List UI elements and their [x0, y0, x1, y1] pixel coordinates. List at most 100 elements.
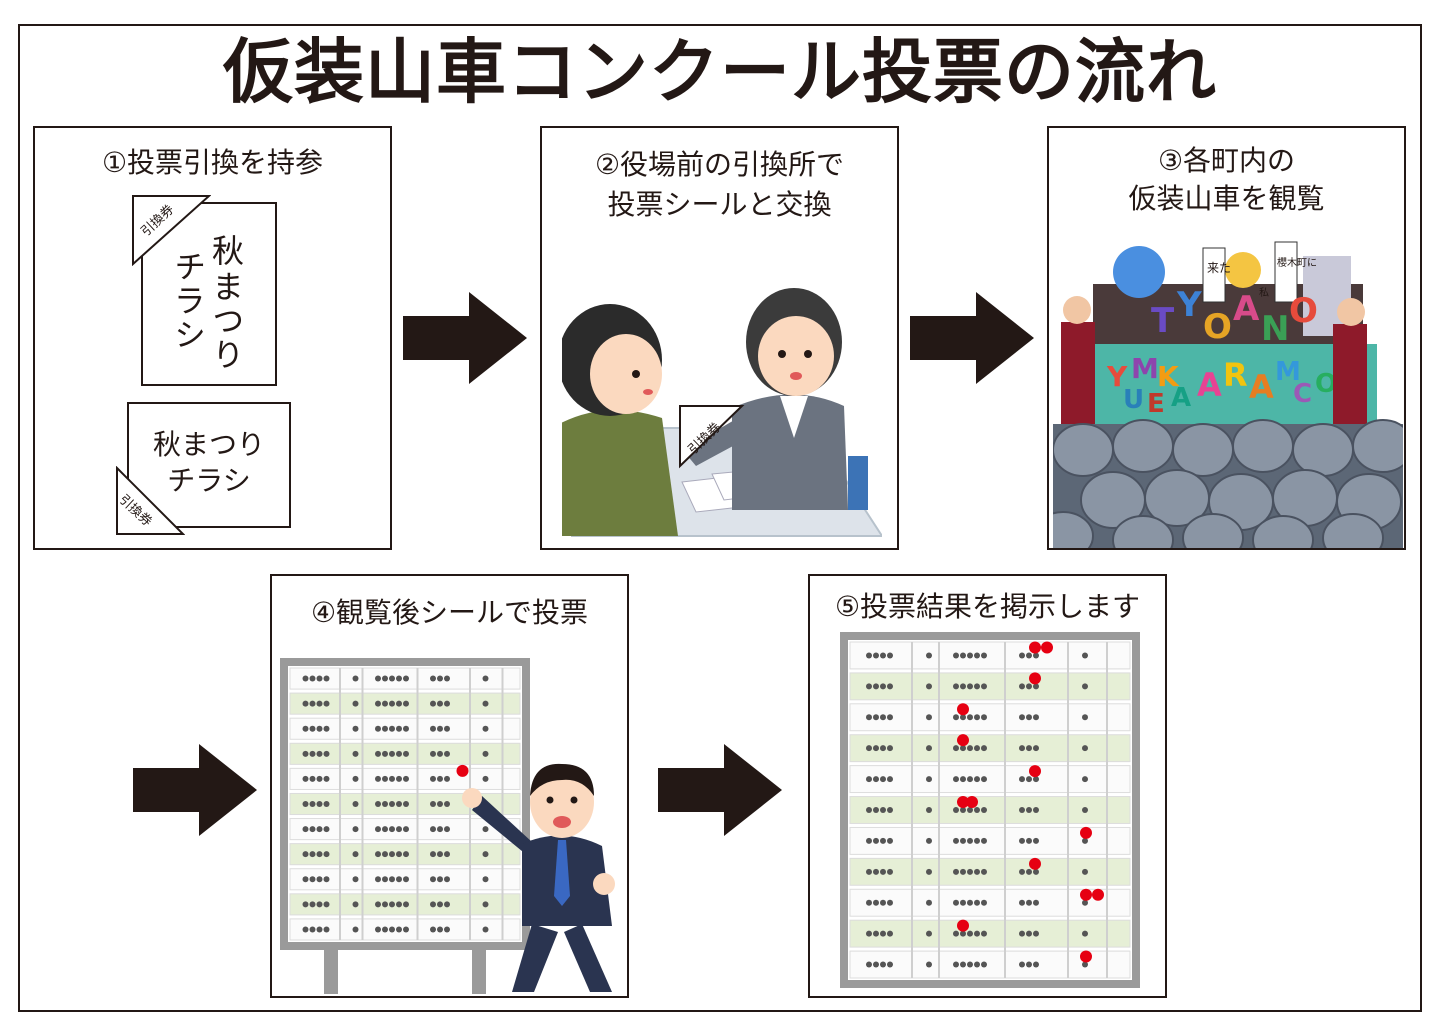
board-mark	[403, 675, 409, 682]
board-mark	[482, 901, 489, 908]
outer-frame	[18, 24, 1422, 1012]
board-mark	[873, 776, 879, 783]
board-mark	[382, 826, 388, 833]
board-mark	[887, 930, 893, 937]
board-mark	[873, 714, 879, 721]
board-mark	[953, 930, 959, 937]
board-mark	[974, 868, 980, 875]
board-mark	[866, 868, 872, 875]
board-mark	[309, 851, 316, 858]
board-mark	[1019, 652, 1025, 659]
board-mark	[382, 926, 388, 933]
board-mark	[302, 876, 309, 883]
float-letter: R	[1223, 356, 1248, 394]
board-mark	[1082, 899, 1088, 906]
board-mark	[352, 750, 359, 757]
board-mark	[316, 775, 323, 782]
arrow-4-to-5	[658, 744, 782, 836]
board-mark	[323, 775, 330, 782]
board-mark	[1019, 745, 1025, 752]
board-mark	[1019, 930, 1025, 937]
board-mark	[1082, 745, 1088, 752]
step-3-caption-line1: ③各町内の	[1157, 144, 1296, 177]
board-mark	[960, 683, 966, 690]
board-mark	[316, 675, 323, 682]
arrow-3-to-4	[133, 744, 257, 836]
vote-sticker	[957, 734, 969, 747]
step-2-caption-line2: 投票シールと交換	[607, 188, 832, 221]
board-mark	[967, 930, 973, 937]
board-mark	[887, 868, 893, 875]
float-letter: N	[1261, 309, 1289, 349]
board-mark	[1026, 930, 1032, 937]
board-mark	[382, 725, 388, 732]
float-sign-2: 櫻木町に	[1277, 256, 1317, 269]
board-mark	[926, 868, 932, 875]
board-mark	[396, 826, 402, 833]
float-letter: M	[1131, 352, 1159, 385]
board-mark	[1033, 930, 1039, 937]
board-mark	[1033, 837, 1039, 844]
flyer-vertical-line2: まつり	[207, 270, 245, 372]
board-mark	[873, 899, 879, 906]
board-mark	[316, 826, 323, 833]
board-mark	[974, 683, 980, 690]
board-mark	[926, 899, 932, 906]
arrow-2-to-3	[910, 292, 1034, 384]
board-mark	[352, 801, 359, 807]
vote-sticker	[1029, 765, 1041, 778]
board-mark	[873, 683, 879, 690]
board-mark	[316, 750, 323, 757]
board-mark	[396, 775, 402, 782]
board-mark	[437, 750, 443, 757]
board-mark	[482, 700, 489, 707]
board-mark	[403, 750, 409, 757]
float-letter: A	[1171, 383, 1191, 413]
board-mark	[974, 837, 980, 844]
board-mark	[974, 714, 980, 721]
board-mark	[375, 675, 381, 682]
board-mark	[389, 901, 395, 908]
board-mark	[437, 675, 443, 682]
board-mark	[382, 851, 388, 858]
board-mark	[1019, 714, 1025, 721]
board-mark	[880, 807, 886, 813]
board-mark	[1026, 652, 1032, 659]
board-mark	[926, 776, 932, 783]
board-mark	[323, 901, 330, 908]
board-mark	[974, 776, 980, 783]
board-mark	[866, 961, 872, 968]
board-mark	[437, 775, 443, 782]
board-mark	[967, 683, 973, 690]
board-mark	[389, 876, 395, 883]
board-mark	[396, 876, 402, 883]
board-mark	[880, 745, 886, 752]
board-mark	[887, 745, 893, 752]
board-mark	[926, 714, 932, 721]
board-mark	[953, 899, 959, 906]
board-mark	[1082, 714, 1088, 721]
vote-sticker	[1029, 641, 1041, 654]
pointing-man-illustration	[462, 763, 615, 992]
board-mark	[375, 801, 381, 807]
board-mark	[1033, 652, 1039, 659]
step-4-panel: ④観覧後シールで投票	[270, 574, 629, 998]
board-mark	[323, 926, 330, 933]
board-mark	[309, 700, 316, 707]
board-mark	[437, 851, 443, 858]
board-mark	[430, 700, 436, 707]
board-mark	[403, 926, 409, 933]
board-mark	[974, 807, 980, 813]
board-mark	[403, 725, 409, 732]
board-mark	[444, 750, 450, 757]
board-mark	[482, 725, 489, 732]
board-mark	[309, 801, 316, 807]
ticket-corner-2	[116, 466, 185, 535]
board-mark	[1026, 807, 1032, 813]
results-board	[840, 632, 1140, 988]
board-mark	[437, 801, 443, 807]
board-mark	[316, 851, 323, 858]
board-mark	[981, 961, 987, 968]
board-mark	[926, 961, 932, 968]
board-mark	[1026, 745, 1032, 752]
